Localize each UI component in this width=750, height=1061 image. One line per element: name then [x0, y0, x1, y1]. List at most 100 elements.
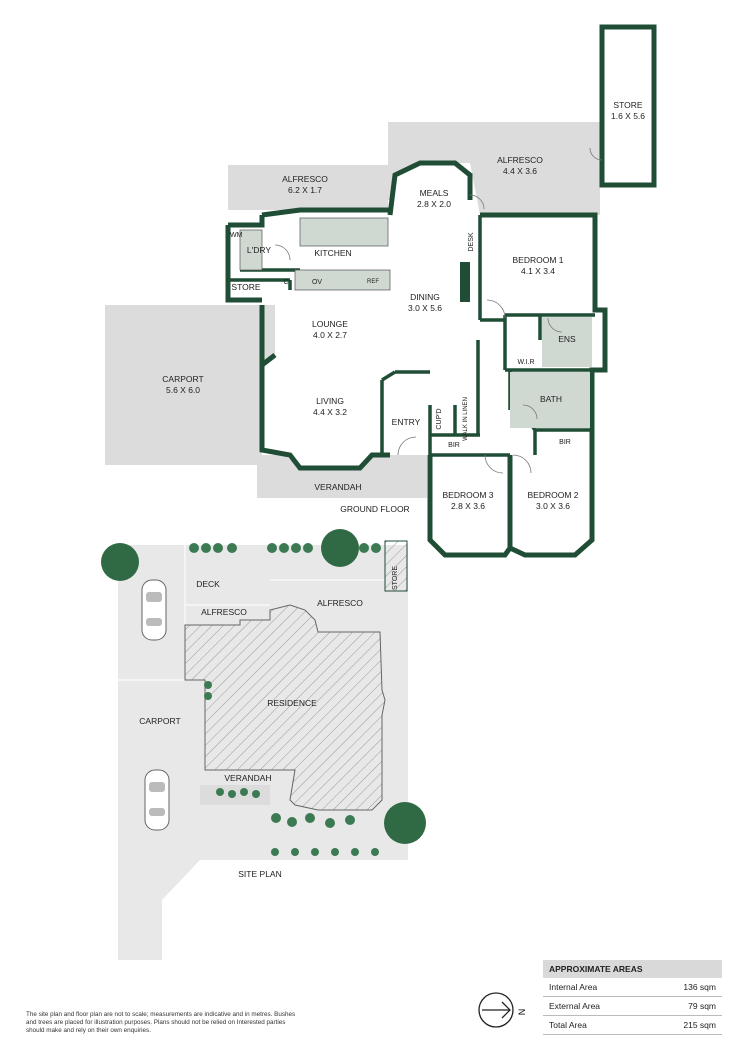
- living-label: LIVING: [316, 396, 344, 406]
- walk-in-linen-label: WALK IN LINEN: [463, 397, 469, 441]
- bush-icon: [305, 813, 315, 823]
- store-top: [599, 24, 657, 188]
- bath-floor: [510, 372, 590, 428]
- alfresco-right-dims: 4.4 X 3.6: [503, 166, 537, 176]
- bush-icon: [325, 818, 335, 828]
- kitchen-bench-back: [299, 217, 389, 247]
- meals-label: MEALS: [420, 188, 449, 198]
- area-row: Total Area 215 sqm: [543, 1016, 722, 1035]
- disclaimer-text: The site plan and floor plan are not to …: [26, 1011, 296, 1034]
- c-label: C: [283, 279, 288, 286]
- laundry-label: L'DRY: [247, 245, 271, 255]
- alfresco-left-label: ALFRESCO: [282, 174, 328, 184]
- ref-label: REF: [367, 279, 379, 285]
- area-value: 215 sqm: [683, 1020, 716, 1030]
- bush-icon: [291, 848, 299, 856]
- bush-icon: [201, 543, 211, 553]
- bush-icon: [228, 790, 236, 798]
- bedroom2-dims: 3.0 X 3.6: [536, 501, 570, 511]
- alfresco-left-dims: 6.2 X 1.7: [288, 185, 322, 195]
- bush-icon: [213, 543, 223, 553]
- approximate-areas-table: APPROXIMATE AREAS Internal Area 136 sqm …: [543, 960, 722, 1035]
- door-swings: [274, 147, 603, 474]
- bush-icon: [252, 790, 260, 798]
- wir-label: W.I.R: [517, 359, 534, 366]
- tree-icon: [384, 802, 426, 844]
- area-row: External Area 79 sqm: [543, 997, 722, 1016]
- area-value: 79 sqm: [688, 1001, 716, 1011]
- site-store-label: STORE: [392, 566, 399, 590]
- area-label: Total Area: [549, 1020, 587, 1030]
- bush-icon: [279, 543, 289, 553]
- bir2-label: BIR: [559, 439, 571, 446]
- site-store: [384, 540, 408, 592]
- site-deck-label: DECK: [196, 579, 220, 589]
- ens-label: ENS: [558, 334, 576, 344]
- areas-title: APPROXIMATE AREAS: [543, 960, 722, 978]
- tree-icon-group: [101, 529, 426, 856]
- residence-footprint: [184, 604, 386, 811]
- lounge-dims: 4.0 X 2.7: [313, 330, 347, 340]
- entry-label: ENTRY: [392, 417, 421, 427]
- kitchen-label: KITCHEN: [314, 248, 351, 258]
- site-plan-title: SITE PLAN: [238, 869, 281, 879]
- verandah-label: VERANDAH: [314, 482, 361, 492]
- living-dims: 4.4 X 3.2: [313, 407, 347, 417]
- interior-floor: [262, 163, 605, 555]
- bush-icon: [371, 848, 379, 856]
- bush-icon: [331, 848, 339, 856]
- carport-area: [105, 305, 275, 465]
- meals-dims: 2.8 X 2.0: [417, 199, 451, 209]
- car-icon: [141, 579, 167, 641]
- car-icon: [144, 769, 170, 831]
- laundry-bench: [239, 229, 263, 271]
- bedroom2-label: BEDROOM 2: [527, 490, 578, 500]
- ov-label: OV: [312, 279, 322, 286]
- area-label: External Area: [549, 1001, 601, 1011]
- lounge-label: LOUNGE: [312, 319, 348, 329]
- bush-icon: [267, 543, 277, 553]
- bedroom3-label: BEDROOM 3: [442, 490, 493, 500]
- area-row: Internal Area 136 sqm: [543, 978, 722, 997]
- bush-icon: [345, 815, 355, 825]
- bir1-label: BIR: [448, 442, 460, 449]
- area-label: Internal Area: [549, 982, 598, 992]
- bush-icon: [189, 543, 199, 553]
- site-alfresco2-label: ALFRESCO: [317, 598, 363, 608]
- wm-label: WM: [230, 232, 243, 239]
- alfresco-right-label: ALFRESCO: [497, 155, 543, 165]
- bush-icon: [371, 543, 381, 553]
- carport-label: CARPORT: [162, 374, 203, 384]
- bush-icon: [359, 543, 369, 553]
- tree-icon: [321, 529, 359, 567]
- bush-icon: [216, 788, 224, 796]
- bush-icon: [291, 543, 301, 553]
- site-verandah-label: VERANDAH: [224, 773, 271, 783]
- carport-dims: 5.6 X 6.0: [166, 385, 200, 395]
- area-value: 136 sqm: [683, 982, 716, 992]
- bush-icon: [351, 848, 359, 856]
- compass-label: N: [517, 1009, 527, 1016]
- site-carport-label: CARPORT: [139, 716, 180, 726]
- bedroom1-dims: 4.1 X 3.4: [521, 266, 555, 276]
- store-top-label: STORE: [613, 100, 642, 110]
- bedroom3-dims: 2.8 X 3.6: [451, 501, 485, 511]
- kitchen-bench-front: [294, 269, 391, 291]
- store-small-label: STORE: [231, 282, 260, 292]
- fireplace: [460, 262, 470, 302]
- bush-icon: [311, 848, 319, 856]
- bush-icon: [271, 813, 281, 823]
- floor-plan-title: GROUND FLOOR: [340, 504, 409, 514]
- desk-label: DESK: [468, 232, 475, 251]
- site-residence-label: RESIDENCE: [267, 698, 317, 708]
- dining-dims: 3.0 X 5.6: [408, 303, 442, 313]
- site-alfresco1-label: ALFRESCO: [201, 607, 247, 617]
- bush-icon: [204, 681, 212, 689]
- bush-icon: [271, 848, 279, 856]
- bush-icon: [303, 543, 313, 553]
- bush-icon: [240, 788, 248, 796]
- bedroom1-label: BEDROOM 1: [512, 255, 563, 265]
- alfresco-left-area: [228, 165, 388, 210]
- north-arrow-icon: N: [474, 987, 534, 1042]
